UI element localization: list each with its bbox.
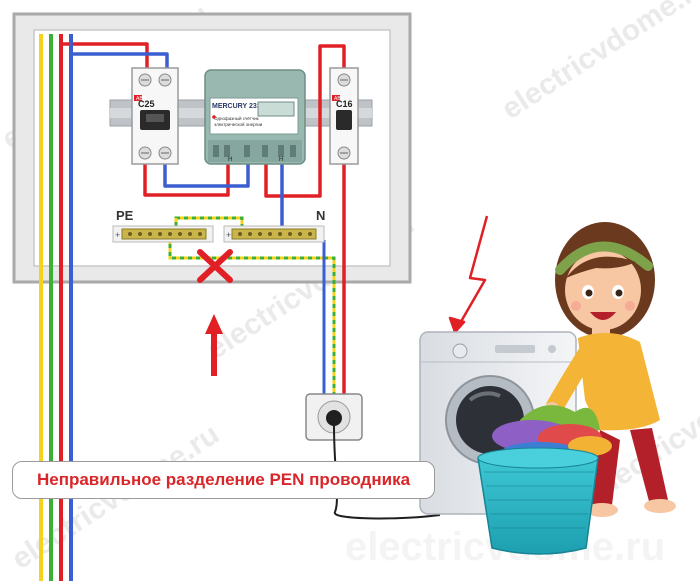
breaker-left-brand: ABB <box>136 96 147 102</box>
meter-info-2: электрической энергии <box>214 121 263 127</box>
meter-info-1: Однофазный счётчик <box>214 115 259 121</box>
woman-illustration <box>544 222 676 517</box>
meter-terminal-right: H <box>279 157 283 163</box>
meter-terminal-left: H <box>228 157 232 163</box>
error-x-mark <box>197 249 233 283</box>
socket-icon <box>305 393 441 520</box>
busbars: PE N + + <box>112 208 325 243</box>
n-label: N <box>316 208 325 223</box>
caption-label: Неправильное разделение PEN проводника <box>12 461 435 499</box>
lightning-icon <box>448 215 489 334</box>
breaker-c25: ABB C25 <box>131 67 179 165</box>
laundry-basket <box>477 405 612 555</box>
panel-wiring <box>59 34 346 396</box>
breaker-c16: ABB C16 <box>329 67 359 165</box>
breaker-left-label: C25 <box>138 99 155 109</box>
svg-text:+: + <box>115 230 120 240</box>
pe-n-jumper <box>168 216 336 396</box>
watermark-2: electricvdome.ru <box>496 0 700 126</box>
energy-meter: MERCURY 231 Однофазный счётчик электриче… <box>204 69 306 165</box>
svg-text:+: + <box>226 230 231 240</box>
arrow-up-icon <box>205 314 223 376</box>
meter-brand: MERCURY 231 <box>212 103 261 110</box>
pe-label: PE <box>116 208 134 223</box>
breaker-right-label: C16 <box>336 99 353 109</box>
breaker-right-brand: ABB <box>334 96 345 102</box>
